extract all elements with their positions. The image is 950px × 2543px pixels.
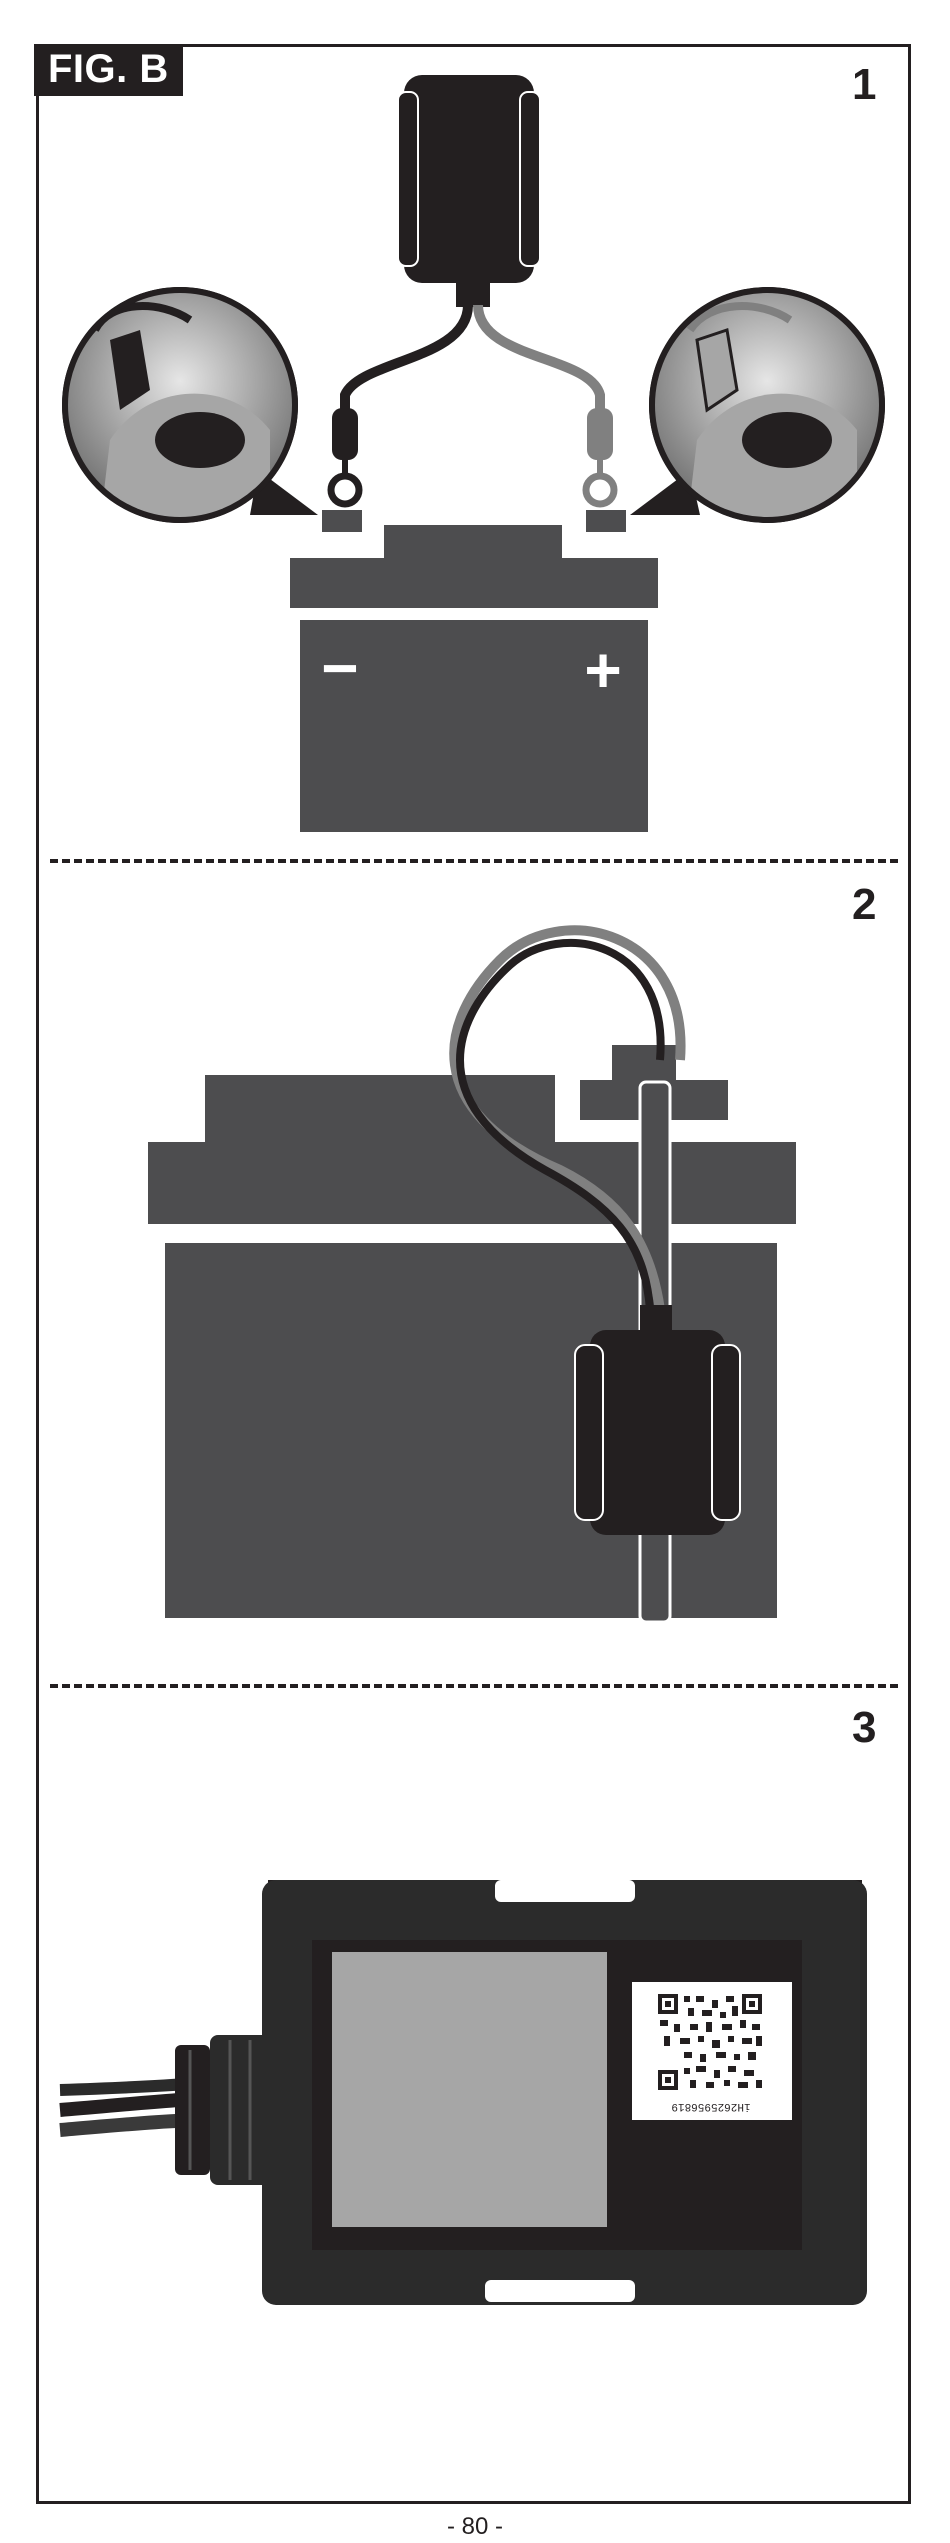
divider-1: [50, 859, 898, 863]
step-2-illustration: [0, 870, 950, 1690]
negative-symbol: −: [321, 632, 358, 704]
device-serial: iH2625956819: [671, 2100, 750, 2112]
display-window: [332, 1952, 607, 2227]
charger-connector: [398, 75, 540, 307]
negative-clip-magnifier: [60, 285, 318, 525]
positive-symbol: +: [584, 634, 621, 706]
red-wire: [478, 305, 600, 420]
device-cables: [60, 2035, 275, 2185]
positive-clip-magnifier: [630, 285, 887, 525]
positive-ring-terminal: [586, 476, 614, 504]
charging-connector-step-2: [575, 1305, 740, 1535]
qr-code-label: [632, 1982, 792, 2120]
page-number: - 80 -: [0, 2513, 950, 2541]
divider-2: [50, 1684, 898, 1688]
negative-ring-terminal: [331, 476, 359, 504]
step-3-illustration: iH2625956819: [0, 1690, 950, 2490]
black-wire: [345, 305, 468, 420]
step-1-illustration: − +: [0, 0, 950, 840]
